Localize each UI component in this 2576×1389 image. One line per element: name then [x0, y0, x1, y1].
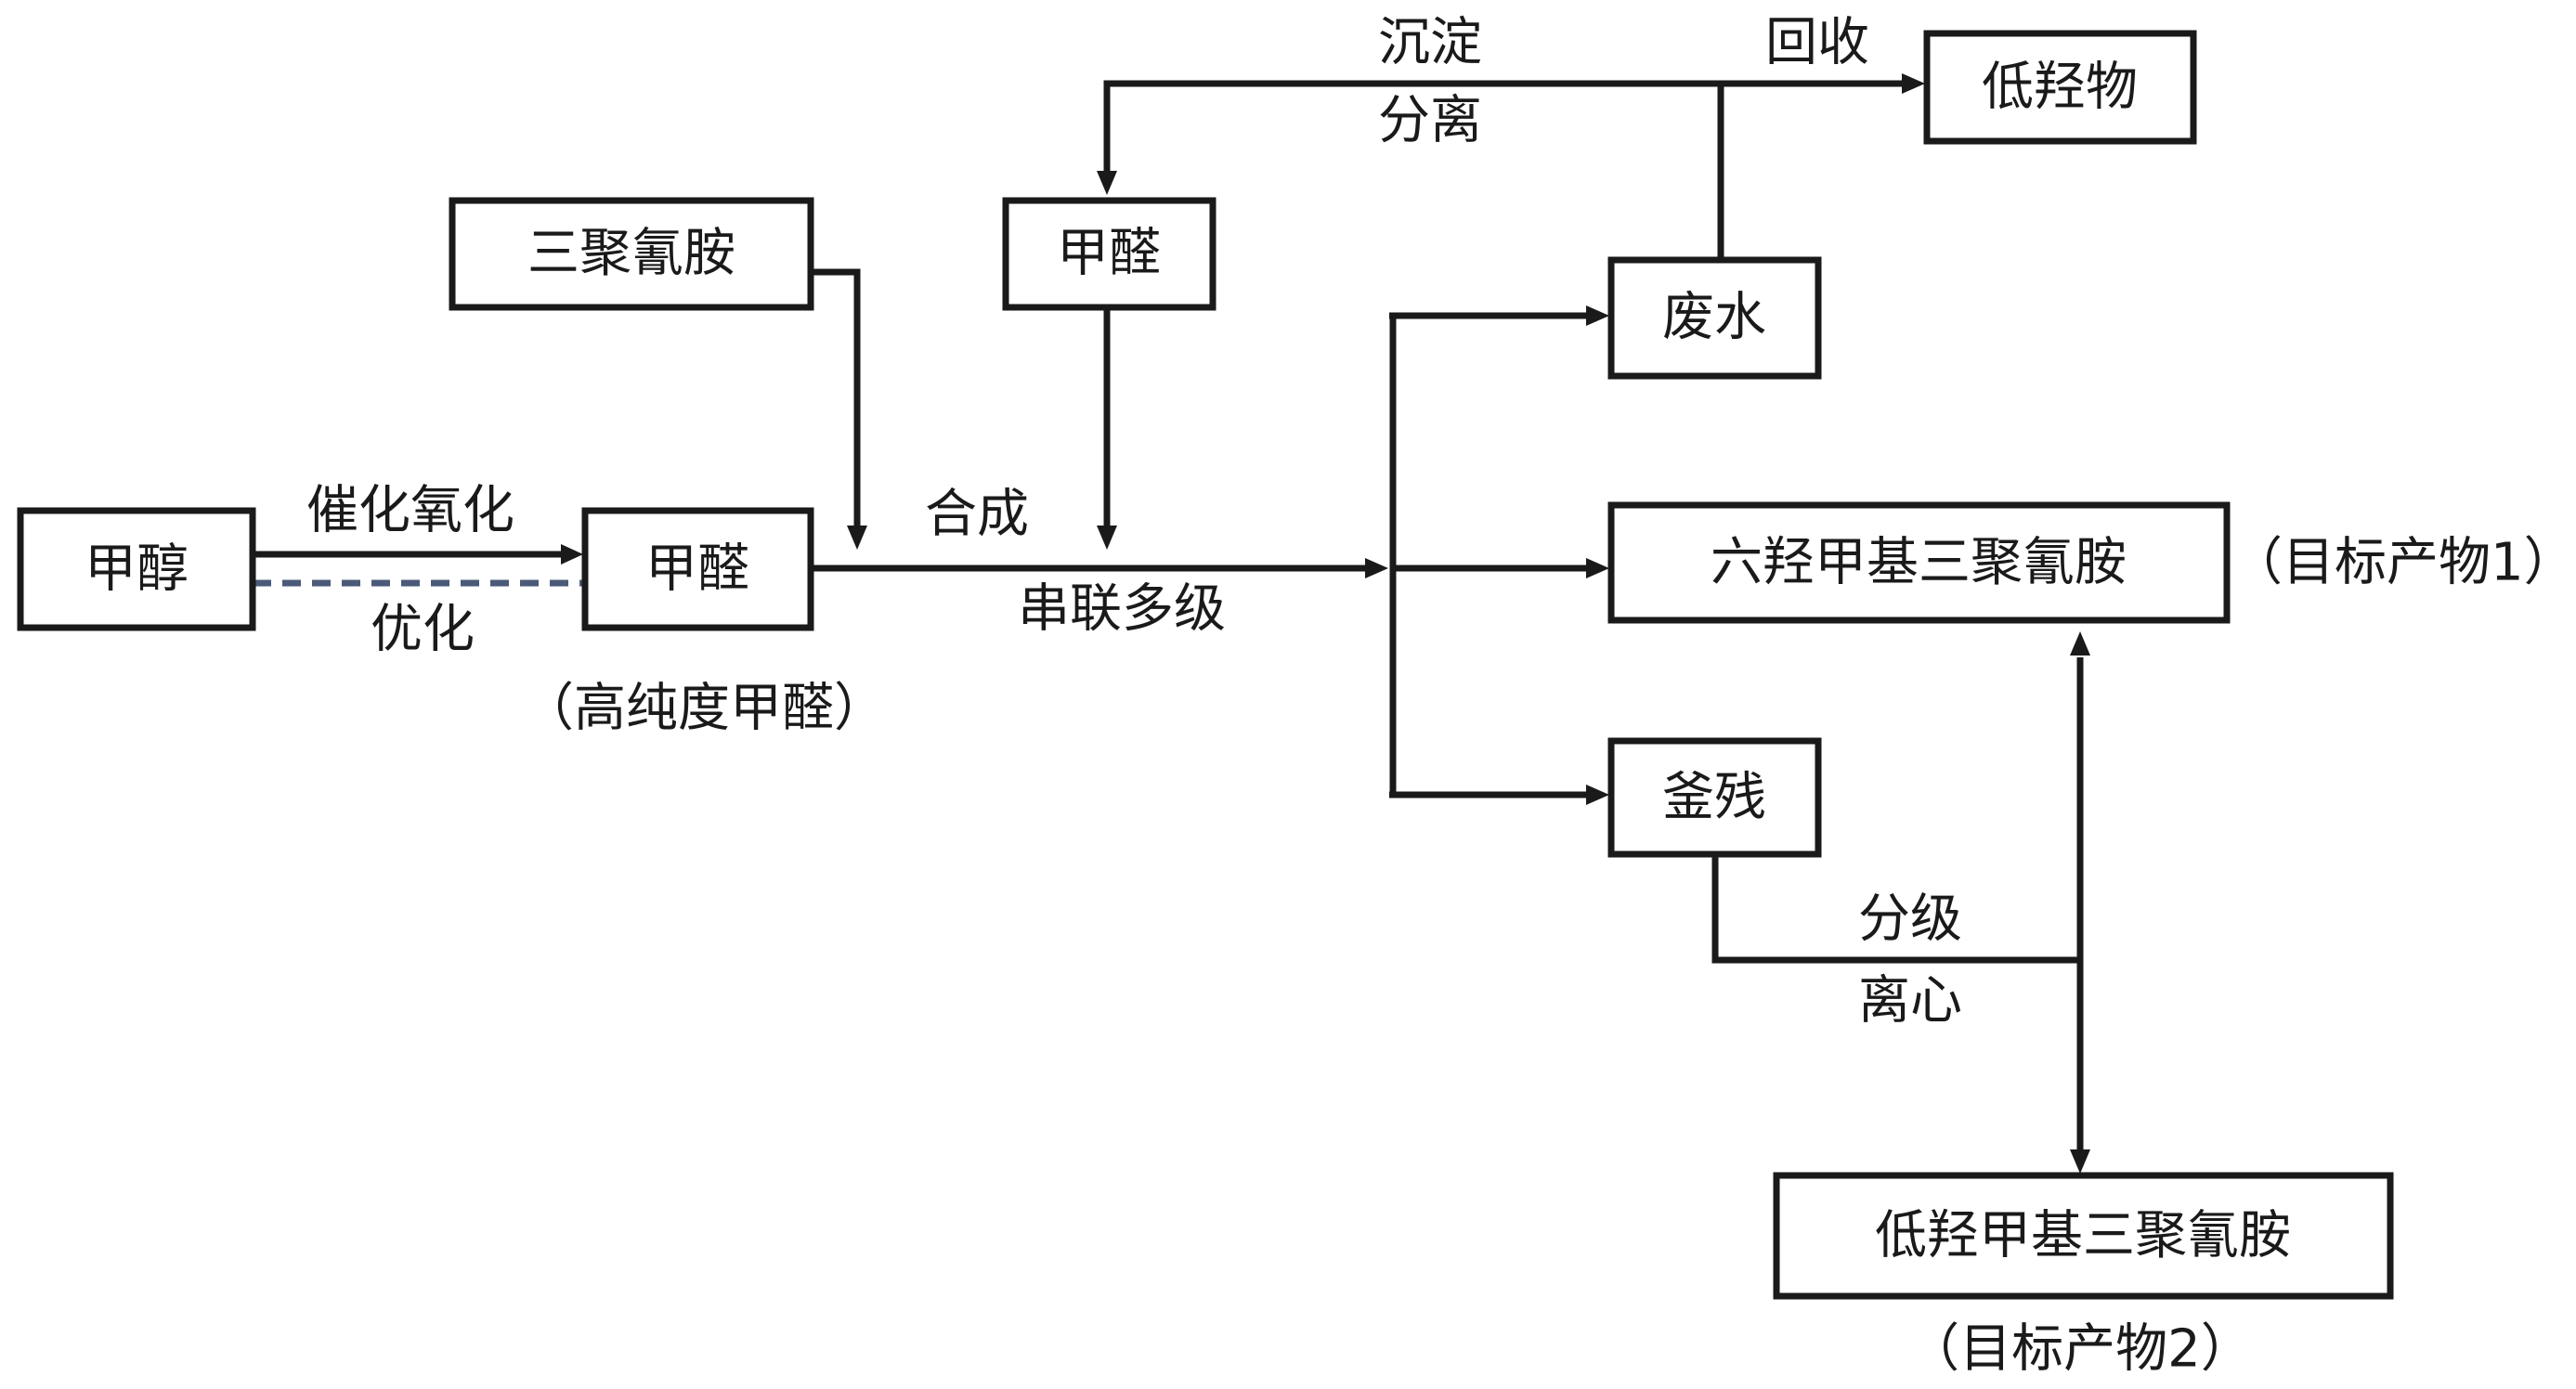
- edge-melamine-to-synthesis: [811, 268, 861, 529]
- node-hexamethylol-melamine: 六羟甲基三聚氰胺: [1607, 501, 2231, 624]
- label-catalytic-oxidation: 催化氧化: [306, 481, 514, 541]
- node-low-hydroxymethyl-melamine: 低羟甲基三聚氰胺: [1773, 1172, 2394, 1300]
- node-low-hydroxymethyl-melamine-label: 低羟甲基三聚氰胺: [1875, 1206, 2291, 1266]
- arrowhead-icon: [1586, 305, 1609, 326]
- arrowhead-icon: [2070, 1149, 2090, 1174]
- node-formaldehyde-top: 甲醛: [1002, 197, 1216, 311]
- node-low-hydroxyl-recovered: 低羟物: [1923, 30, 2197, 145]
- node-methanol: 甲醇: [17, 507, 256, 631]
- arrowhead-icon: [1586, 558, 1609, 578]
- note-target-product-1: （目标产物1）: [2231, 533, 2576, 593]
- node-kettle-residue-label: 釜残: [1662, 768, 1766, 828]
- label-separation: 分离: [1378, 91, 1482, 151]
- label-centrifuge: 离心: [1858, 971, 1962, 1032]
- label-fractionation: 分级: [1858, 889, 1962, 950]
- arrowhead-icon: [1365, 558, 1388, 578]
- arrowhead-icon: [561, 544, 583, 565]
- node-formaldehyde-main: 甲醛: [581, 507, 814, 631]
- node-wastewater-label: 废水: [1662, 288, 1766, 348]
- node-melamine: 三聚氰胺: [449, 197, 814, 311]
- node-kettle-residue: 釜残: [1607, 737, 1822, 858]
- node-wastewater: 废水: [1607, 256, 1822, 380]
- arrowhead-icon: [1097, 171, 1117, 195]
- arrowhead-icon: [1902, 73, 1925, 94]
- arrowhead-icon: [2070, 631, 2090, 656]
- node-melamine-label: 三聚氰胺: [527, 224, 735, 284]
- arrowhead-icon: [1097, 526, 1117, 550]
- note-high-purity-formaldehyde: （高纯度甲醛）: [522, 679, 886, 739]
- node-methanol-label: 甲醇: [85, 539, 189, 600]
- node-hexamethylol-melamine-label: 六羟甲基三聚氰胺: [1711, 533, 2127, 593]
- arrowhead-icon: [847, 526, 867, 550]
- note-target-product-2: （目标产物2）: [1907, 1319, 2253, 1380]
- label-synthesis: 合成: [925, 485, 1029, 545]
- node-formaldehyde-top-label: 甲醛: [1057, 224, 1161, 284]
- arrowhead-icon: [1586, 785, 1609, 805]
- edge-kettle-to-fractionation: [1711, 854, 2080, 964]
- edge-recycle-top-line: [1103, 80, 1901, 175]
- node-formaldehyde-main-label: 甲醛: [645, 539, 749, 600]
- label-precipitation: 沉淀: [1378, 13, 1482, 73]
- label-optimization: 优化: [371, 600, 475, 660]
- label-recovery: 回收: [1765, 13, 1869, 73]
- label-series-multistage: 串联多级: [1018, 579, 1226, 640]
- node-low-hydroxyl-recovered-label: 低羟物: [1982, 58, 2138, 118]
